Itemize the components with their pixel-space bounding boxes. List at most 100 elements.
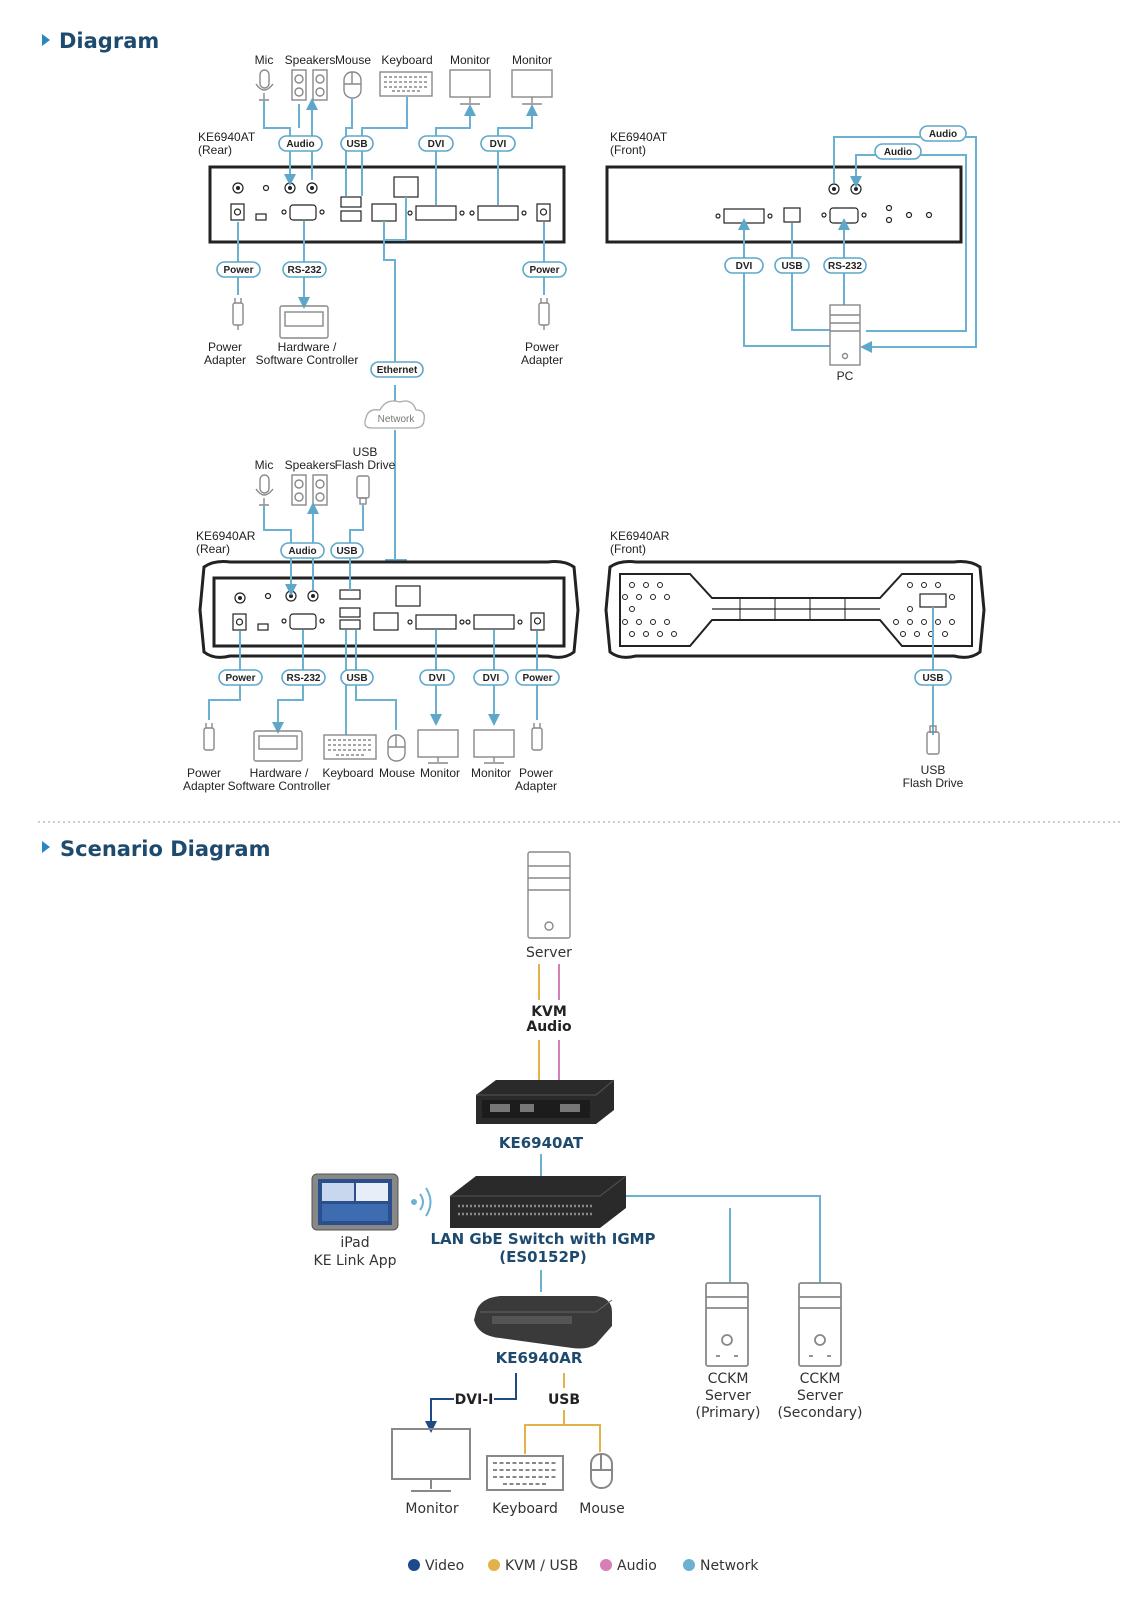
keyboard-icon [486, 1455, 564, 1491]
power-adapter-icon [203, 723, 215, 751]
tx-front-port-rs232: RS-232 [828, 261, 862, 272]
scenario-dvi: DVI-I [455, 1392, 494, 1408]
tx-rear-port-usb: USB [346, 139, 367, 150]
rx-front-port-usb: USB [922, 673, 943, 684]
usb-flash-drive-icon [356, 475, 370, 505]
tx-rear-ports [230, 176, 551, 222]
tx-front-port-audio2: Audio [884, 147, 912, 158]
legend: Video KVM / USB Audio Network [408, 1558, 759, 1574]
tx-rear-port-dvi2: DVI [490, 139, 507, 150]
scenario-mouse: Mouse [579, 1501, 624, 1517]
legend-item-kvm-usb: KVM / USB [488, 1558, 578, 1574]
tx-front-name: KE6940AT(Front) [610, 130, 668, 157]
speakers-icon [291, 474, 328, 506]
tx-rear-dev-speakers: Speakers [285, 53, 336, 67]
legend-item-video: Video [408, 1558, 464, 1574]
rx-rear-dev-mouse: Mouse [379, 766, 415, 780]
pc-tower-icon [829, 304, 861, 366]
usb-flash-drive-icon [926, 725, 940, 755]
legend-item-network: Network [683, 1558, 759, 1574]
lan-switch-icon [450, 1175, 627, 1228]
rx-rear-dev-controller: Hardware /Software Controller [228, 766, 331, 793]
controller-icon [279, 305, 329, 339]
tx-front-ports [715, 183, 933, 224]
power-adapter-icon [531, 723, 543, 751]
network-cloud: Network [364, 400, 425, 429]
cckm-secondary-icon [798, 1282, 842, 1367]
tx-rear-dev-monitor1: Monitor [450, 53, 490, 67]
rx-rear-dev-monitor2: Monitor [471, 766, 511, 780]
diagram-heading: Diagram [42, 29, 159, 53]
monitor-icon [473, 729, 515, 764]
wireless-icon [411, 1187, 432, 1217]
server-icon [527, 851, 571, 939]
mic-icon [255, 474, 274, 506]
tx-rear-dev-mouse: Mouse [335, 53, 371, 67]
rx-rear-port-dvi1: DVI [429, 673, 446, 684]
rx-rear-port-usb2: USB [346, 673, 367, 684]
svg-text:Video: Video [425, 1558, 464, 1574]
rx-front-name: KE6940AR(Front) [610, 529, 670, 556]
tx-rear-port-audio: Audio [286, 139, 314, 150]
mic-icon [255, 69, 274, 101]
rx-rear-chassis [212, 576, 566, 648]
scenario-rx: KE6940AR [496, 1349, 583, 1367]
power-adapter-icon [232, 298, 244, 330]
mouse-icon [387, 734, 406, 762]
tx-rear-dev-controller: Hardware /Software Controller [256, 340, 359, 367]
rx-rear-port-audio: Audio [288, 546, 316, 557]
network-label: Network [378, 414, 416, 425]
tx-rear-ethernet: Ethernet [377, 365, 418, 376]
scenario-server: Server [526, 945, 572, 961]
tx-rear-port-rs232: RS-232 [288, 265, 322, 276]
rx-rear-dev-keyboard: Keyboard [322, 766, 373, 780]
svg-text:Network: Network [700, 1558, 759, 1574]
tx-front-pc: PC [837, 369, 854, 383]
monitor-icon [511, 69, 553, 105]
scenario-switch: LAN GbE Switch with IGMP(ES0152P) [430, 1230, 655, 1266]
svg-text:Audio: Audio [617, 1558, 657, 1574]
tx-rear-port-power1: Power [223, 265, 253, 276]
tx-rear-name: KE6940AT(Rear) [198, 130, 256, 157]
rx-rear-dev-monitor1: Monitor [420, 766, 460, 780]
monitor-icon [417, 729, 459, 764]
tx-rear-dev-monitor2: Monitor [512, 53, 552, 67]
rx-rear-port-usb: USB [336, 546, 357, 557]
tx-front-port-audio1: Audio [929, 129, 957, 140]
tx-rear-dev-mic: Mic [255, 53, 274, 67]
tx-front-port-usb: USB [781, 261, 802, 272]
cckm-primary-icon [705, 1282, 749, 1367]
tx-rear-port-power2: Power [529, 265, 559, 276]
diagram-title: Diagram [59, 29, 159, 53]
legend-item-audio: Audio [600, 1558, 657, 1574]
rx-rear-port-power2: Power [522, 673, 552, 684]
tx-front-group: KE6940AT(Front) Audio Audio DVI USB RS-2… [605, 125, 977, 383]
mouse-icon [590, 1453, 613, 1489]
scenario-tx: KE6940AT [499, 1134, 584, 1152]
rx-rear-port-dvi2: DVI [483, 673, 500, 684]
rx-rear-port-rs232: RS-232 [287, 673, 321, 684]
power-adapter-icon [538, 298, 550, 330]
rx-rear-dev-mic: Mic [255, 458, 274, 472]
ke6940ar-device-icon [474, 1296, 613, 1349]
tx-rear-group: KE6940AT(Rear) Mic Speakers Mouse Keyboa… [198, 53, 567, 410]
tx-rear-port-dvi1: DVI [428, 139, 445, 150]
monitor-icon [449, 69, 491, 105]
svg-text:KVM / USB: KVM / USB [505, 1558, 578, 1574]
keyboard-icon [323, 734, 377, 760]
scenario-heading: Scenario Diagram [42, 837, 270, 861]
mouse-icon [343, 71, 362, 99]
tx-rear-dev-keyboard: Keyboard [381, 53, 432, 67]
